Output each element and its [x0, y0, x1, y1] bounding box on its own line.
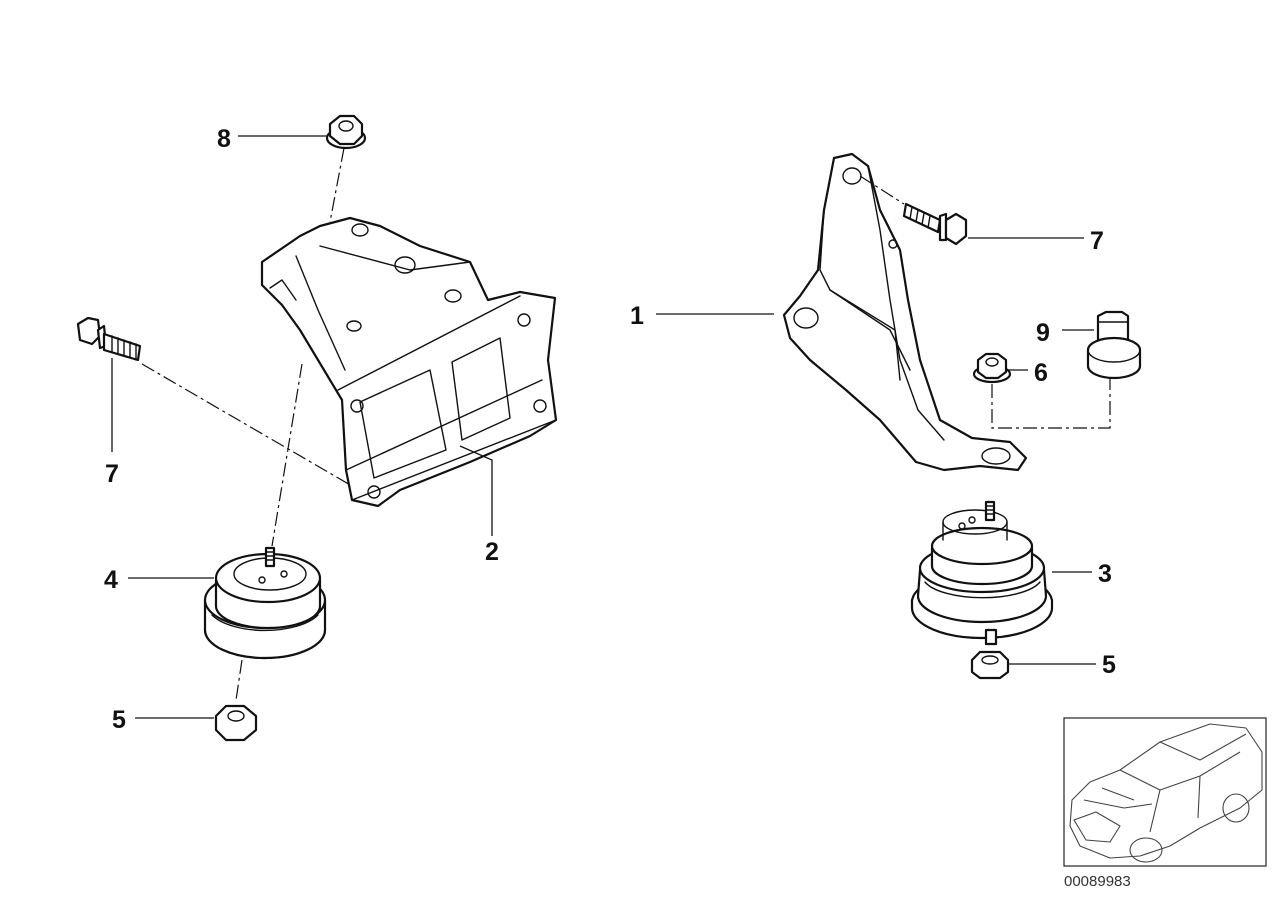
- assembly-line-7-left: [141, 363, 353, 487]
- callout-5-right: 5: [1102, 651, 1116, 679]
- callout-3: 3: [1098, 560, 1112, 588]
- assembly-line-7-right: [859, 175, 905, 205]
- document-number: 00089983: [1064, 873, 1131, 890]
- car-silhouette-icon: [1069, 723, 1263, 863]
- flange-nut-top[interactable]: [325, 114, 367, 150]
- callout-7-right: 7: [1090, 227, 1104, 255]
- assembly-line-4: [271, 363, 303, 547]
- callout-9: 9: [1036, 319, 1050, 347]
- callout-5-left: 5: [112, 706, 126, 734]
- leader-2: [459, 445, 493, 536]
- flange-nut-right[interactable]: [972, 352, 1012, 384]
- engine-bracket-left[interactable]: [260, 216, 558, 508]
- rubber-buffer[interactable]: [1086, 310, 1142, 380]
- engine-mount-left[interactable]: [203, 546, 327, 660]
- callout-8: 8: [217, 125, 231, 153]
- callout-7-left: 7: [105, 460, 119, 488]
- assembly-line-5-left: [235, 659, 243, 701]
- callout-6: 6: [1034, 359, 1048, 387]
- engine-mount-right[interactable]: [910, 500, 1054, 646]
- assembly-line-8: [329, 147, 345, 223]
- hex-bolt-right[interactable]: [902, 202, 968, 246]
- engine-bracket-right[interactable]: [782, 152, 1028, 472]
- hex-nut-left[interactable]: [214, 704, 258, 742]
- hex-bolt-left[interactable]: [76, 316, 142, 362]
- hex-nut-right[interactable]: [970, 650, 1010, 680]
- vehicle-locator-inset: [1063, 717, 1267, 867]
- assembly-line-6-9: [991, 378, 1111, 429]
- callout-4: 4: [104, 566, 118, 594]
- callout-2: 2: [485, 538, 499, 566]
- callout-1: 1: [630, 302, 644, 330]
